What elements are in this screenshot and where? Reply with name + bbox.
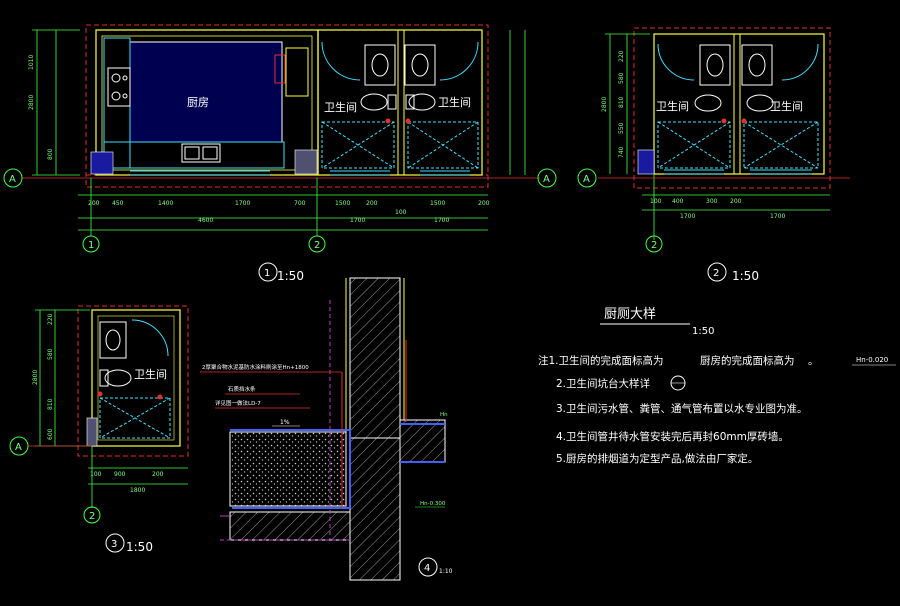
dim-450: 450 bbox=[112, 200, 124, 207]
toilet-label-2: 卫生间 bbox=[438, 95, 471, 109]
view-1-plan: 厨房 卫生间 卫生间 200 450 1400 1700 700 1500 20… bbox=[3, 24, 557, 283]
view-1-scale: 1:50 bbox=[277, 269, 304, 283]
dim-100: 100 bbox=[395, 209, 407, 216]
hn-label: Hn bbox=[440, 412, 448, 418]
v2-dim-100: 100 bbox=[650, 198, 662, 205]
axis-2-view2: 2 bbox=[651, 240, 657, 251]
toilet-label-1: 卫生间 bbox=[324, 100, 357, 114]
v2-dim-580: 580 bbox=[618, 72, 625, 84]
v3-dim-900: 900 bbox=[114, 471, 126, 478]
v2-dim-810: 810 bbox=[618, 96, 625, 108]
v2-dim-200: 200 bbox=[730, 198, 742, 205]
dim-1500b: 1500 bbox=[430, 200, 445, 207]
axis-a-right: A bbox=[543, 174, 550, 185]
v2-dim-300: 300 bbox=[706, 198, 718, 205]
section-label-top: 2厚聚合物水泥基防水涂料刷涂至Hn+1800 bbox=[202, 363, 309, 371]
dim-1400: 1400 bbox=[158, 200, 173, 207]
sheet-title: 厨厕大样 bbox=[604, 307, 656, 322]
dim-200b: 200 bbox=[366, 200, 378, 207]
view-3-number: 3 bbox=[111, 539, 117, 550]
dim-2800: 2800 bbox=[28, 95, 35, 110]
dim-4600: 4600 bbox=[198, 217, 213, 224]
axis-a-view2: A bbox=[583, 174, 590, 185]
dim-1010: 1010 bbox=[28, 55, 35, 70]
toilet-label-4: 卫生间 bbox=[770, 99, 803, 113]
v2-dim-550: 550 bbox=[618, 122, 625, 134]
kitchen-label: 厨房 bbox=[187, 96, 209, 109]
axis-2: 2 bbox=[314, 240, 320, 251]
dim-200c: 200 bbox=[478, 200, 490, 207]
view-1-number: 1 bbox=[264, 268, 270, 279]
view-2-plan: 卫生间 卫生间 220 580 810 550 740 2800 100 400… bbox=[577, 27, 850, 283]
dim-800: 800 bbox=[47, 148, 54, 160]
note-1-kitchen: 厨房的完成面标高为 bbox=[700, 354, 795, 367]
dim-1700a: 1700 bbox=[350, 217, 365, 224]
toilet-label-5: 卫生间 bbox=[134, 367, 167, 381]
axis-a-view3: A bbox=[15, 442, 22, 453]
v3-dim-220: 220 bbox=[47, 313, 54, 325]
v2-dim-740: 740 bbox=[618, 146, 625, 158]
view-3-plan: 卫生间 220 2800 580 810 600 100 900 200 180… bbox=[9, 305, 189, 554]
v2-dim-400: 400 bbox=[672, 198, 684, 205]
v3-dim-600: 600 bbox=[47, 428, 54, 440]
view-4-number: 4 bbox=[424, 563, 430, 574]
note-2: 2.卫生间坑台大样详 bbox=[556, 377, 650, 390]
note-1-dot: 。 bbox=[808, 355, 819, 367]
note-4: 4.卫生间管井待水管安装完后再封60mm厚砖墙。 bbox=[556, 430, 789, 443]
v3-dim-2800: 2800 bbox=[32, 370, 39, 385]
v3-dim-1800: 1800 bbox=[130, 487, 145, 494]
dim-700: 700 bbox=[294, 200, 306, 207]
axis-2-view3: 2 bbox=[89, 511, 95, 522]
section-label-mid: 石质挡水条 bbox=[228, 385, 256, 393]
axis-1: 1 bbox=[88, 240, 94, 251]
view-3-scale: 1:50 bbox=[126, 540, 153, 554]
axis-a-left: A bbox=[9, 174, 16, 185]
v2-dim-2800: 2800 bbox=[601, 97, 608, 112]
v3-dim-100: 100 bbox=[90, 471, 102, 478]
v2-dim-220: 220 bbox=[618, 50, 625, 62]
dim-200: 200 bbox=[88, 200, 100, 207]
v3-dim-810: 810 bbox=[47, 398, 54, 410]
view-2-number: 2 bbox=[713, 268, 719, 279]
v2-dim-1700b: 1700 bbox=[770, 213, 785, 220]
section-label-slope: 详见图一做法LD-7 bbox=[215, 399, 261, 407]
dim-1500: 1500 bbox=[335, 200, 350, 207]
note-1: 注1.卫生间的完成面标高为 bbox=[538, 354, 664, 367]
v3-dim-580: 580 bbox=[47, 348, 54, 360]
view-4-scale: 1:10 bbox=[439, 568, 453, 575]
note-3: 3.卫生间污水管、粪管、通气管布置以水专业图为准。 bbox=[556, 402, 808, 415]
toilet-label-3: 卫生间 bbox=[656, 99, 689, 113]
notes-block: 厨厕大样 1:50 注1.卫生间的完成面标高为 厨房的完成面标高为 。 Hn-0… bbox=[538, 307, 896, 465]
v3-dim-200: 200 bbox=[152, 471, 164, 478]
note-1-value: Hn-0.020 bbox=[856, 356, 888, 364]
sheet-scale: 1:50 bbox=[692, 326, 714, 337]
view-4-section: 2厚聚合物水泥基防水涂料刷涂至Hn+1800 石质挡水条 详见图一做法LD-7 … bbox=[200, 277, 453, 581]
dim-1700: 1700 bbox=[235, 200, 250, 207]
h-low-label: Hn-0.300 bbox=[420, 501, 446, 507]
view-2-scale: 1:50 bbox=[732, 269, 759, 283]
dim-1700b: 1700 bbox=[434, 217, 449, 224]
note-5: 5.厨房的排烟道为定型产品,做法由厂家定。 bbox=[556, 452, 758, 465]
slope-pct: 1% bbox=[280, 419, 290, 426]
v2-dim-1700a: 1700 bbox=[680, 213, 695, 220]
